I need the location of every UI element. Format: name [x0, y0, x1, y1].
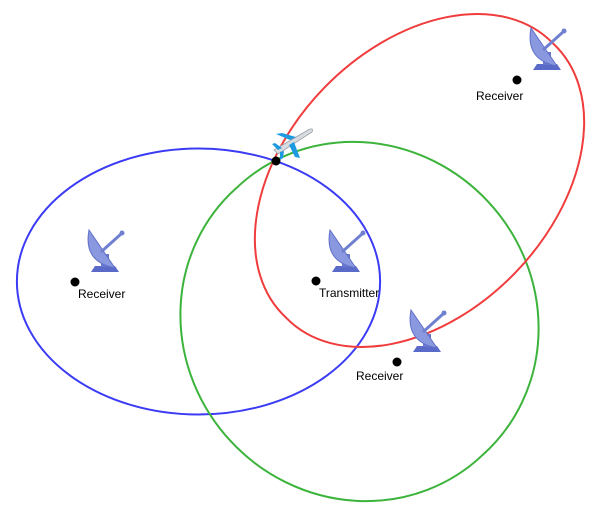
airplane-icon [271, 128, 313, 161]
receiver-left-label: Receiver [78, 287, 125, 301]
transmitter-point [311, 276, 321, 286]
receiver-top-right: Receiver [476, 26, 568, 103]
receiver-bottom: Receiver [356, 308, 448, 383]
blue-ellipse [15, 147, 382, 416]
receiver-top-right-label: Receiver [476, 89, 523, 103]
satellite-dish-icon [528, 26, 568, 72]
target-point [271, 156, 281, 166]
green-ellipse [179, 140, 540, 503]
receiver-left: Receiver [70, 228, 126, 301]
aircraft-target [271, 128, 313, 166]
satellite-dish-icon [86, 228, 126, 274]
transmitter-label: Transmitter [319, 286, 379, 300]
satellite-dish-icon [408, 308, 448, 354]
satellite-dish-icon [327, 228, 367, 274]
transmitter: Transmitter [311, 228, 379, 300]
receiver-point [392, 357, 402, 367]
receiver-point [512, 75, 522, 85]
red-ellipse [253, 13, 586, 348]
receiver-point [70, 277, 80, 287]
receiver-bottom-label: Receiver [356, 369, 403, 383]
